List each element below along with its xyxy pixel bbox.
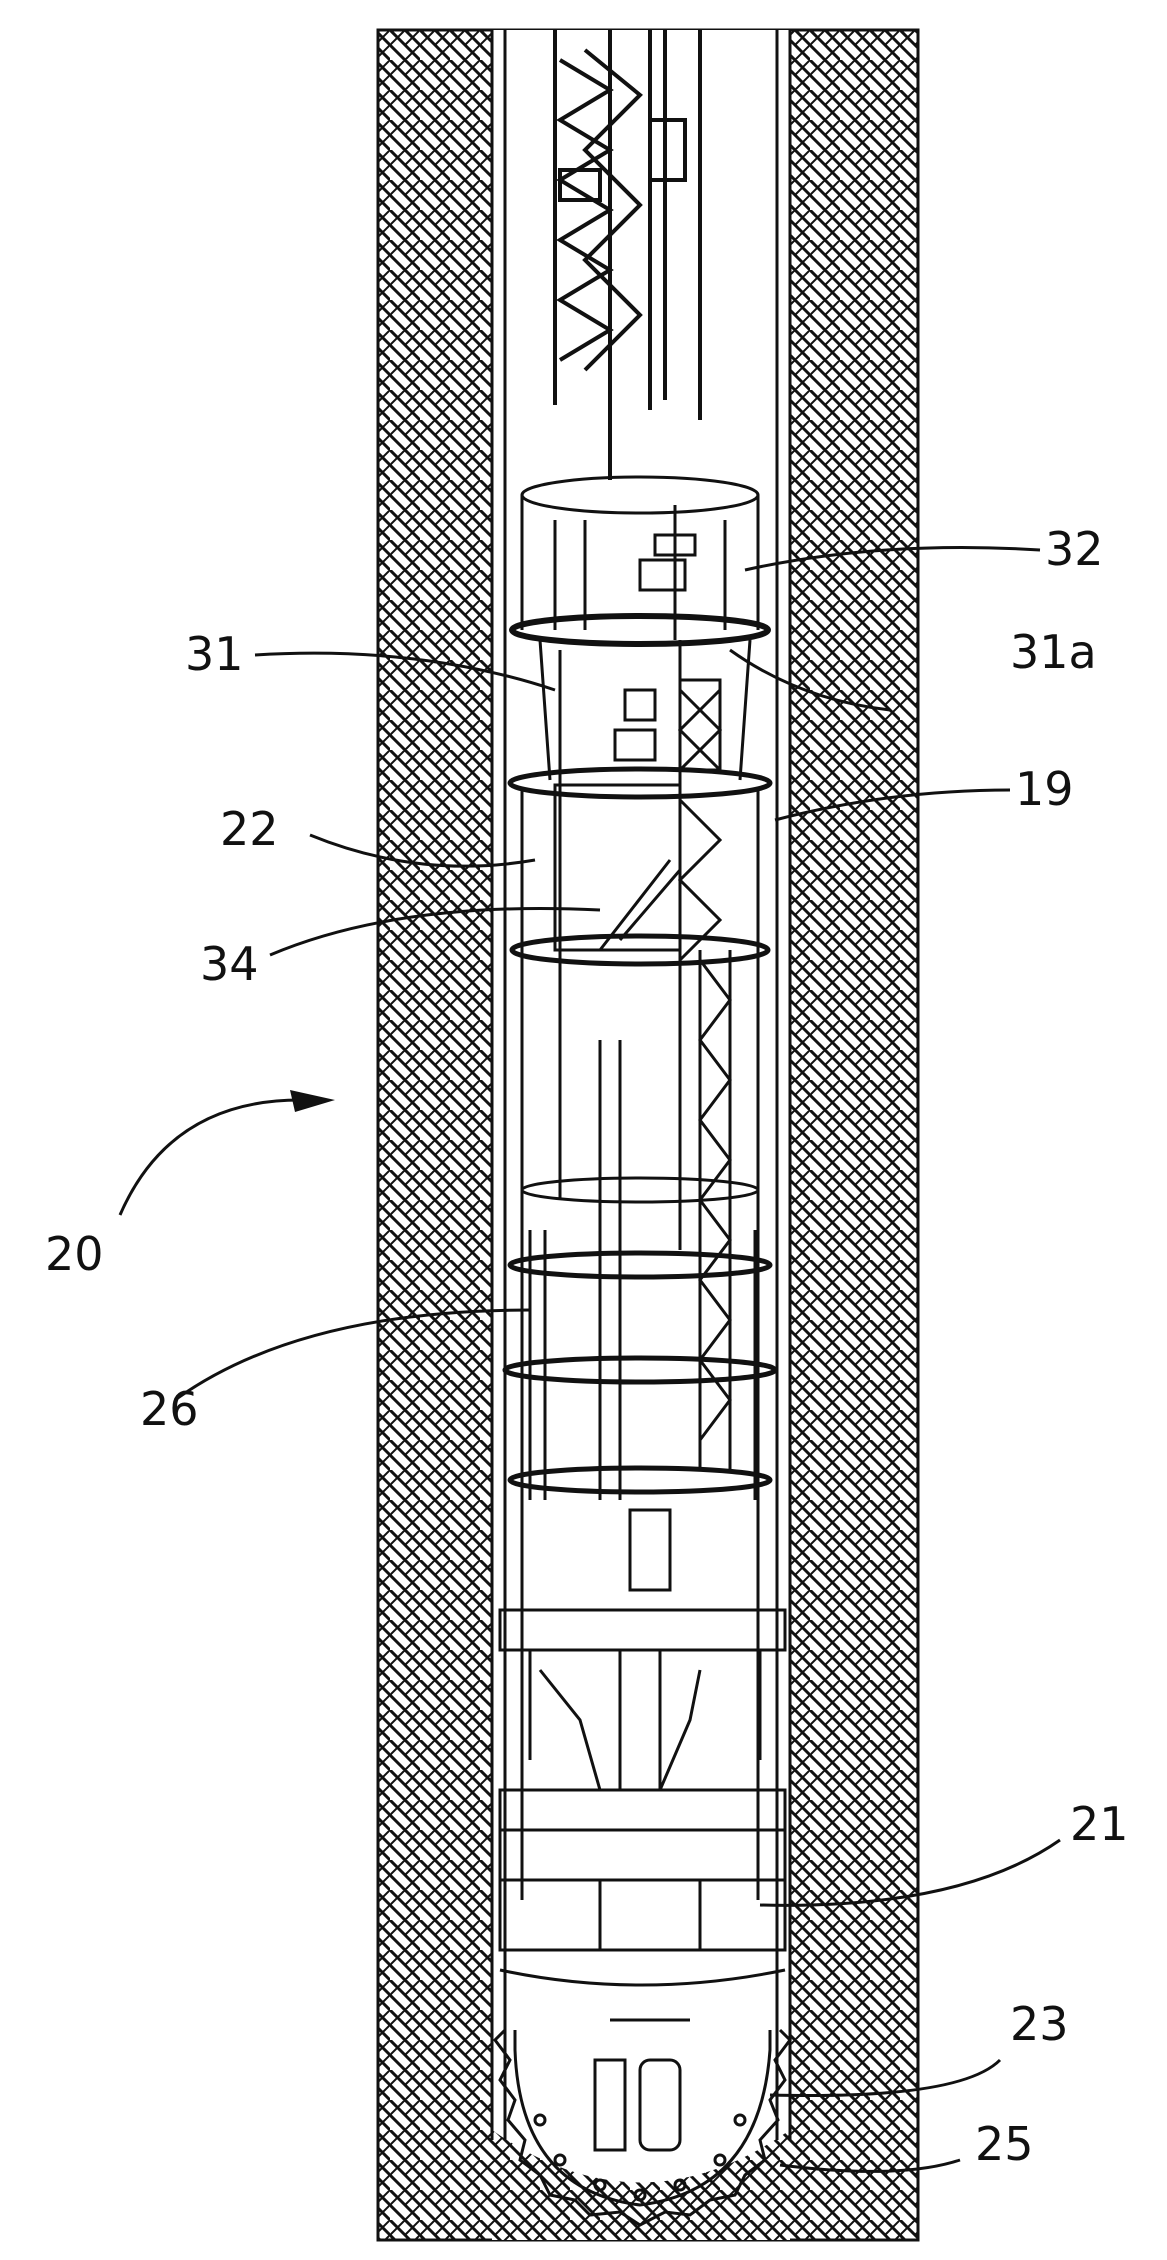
label-25: 25 — [975, 2117, 1034, 2171]
label-32: 32 — [1045, 522, 1104, 576]
label-31a: 31a — [1010, 625, 1097, 679]
label-22: 22 — [220, 802, 279, 856]
label-23: 23 — [1010, 1997, 1069, 2051]
label-19: 19 — [1015, 762, 1074, 816]
label-31: 31 — [185, 627, 244, 681]
label-20: 20 — [45, 1227, 104, 1281]
label-34: 34 — [200, 937, 259, 991]
label-26: 26 — [140, 1382, 199, 1436]
label-21: 21 — [1070, 1797, 1129, 1851]
arrowhead-20 — [290, 1090, 335, 1112]
